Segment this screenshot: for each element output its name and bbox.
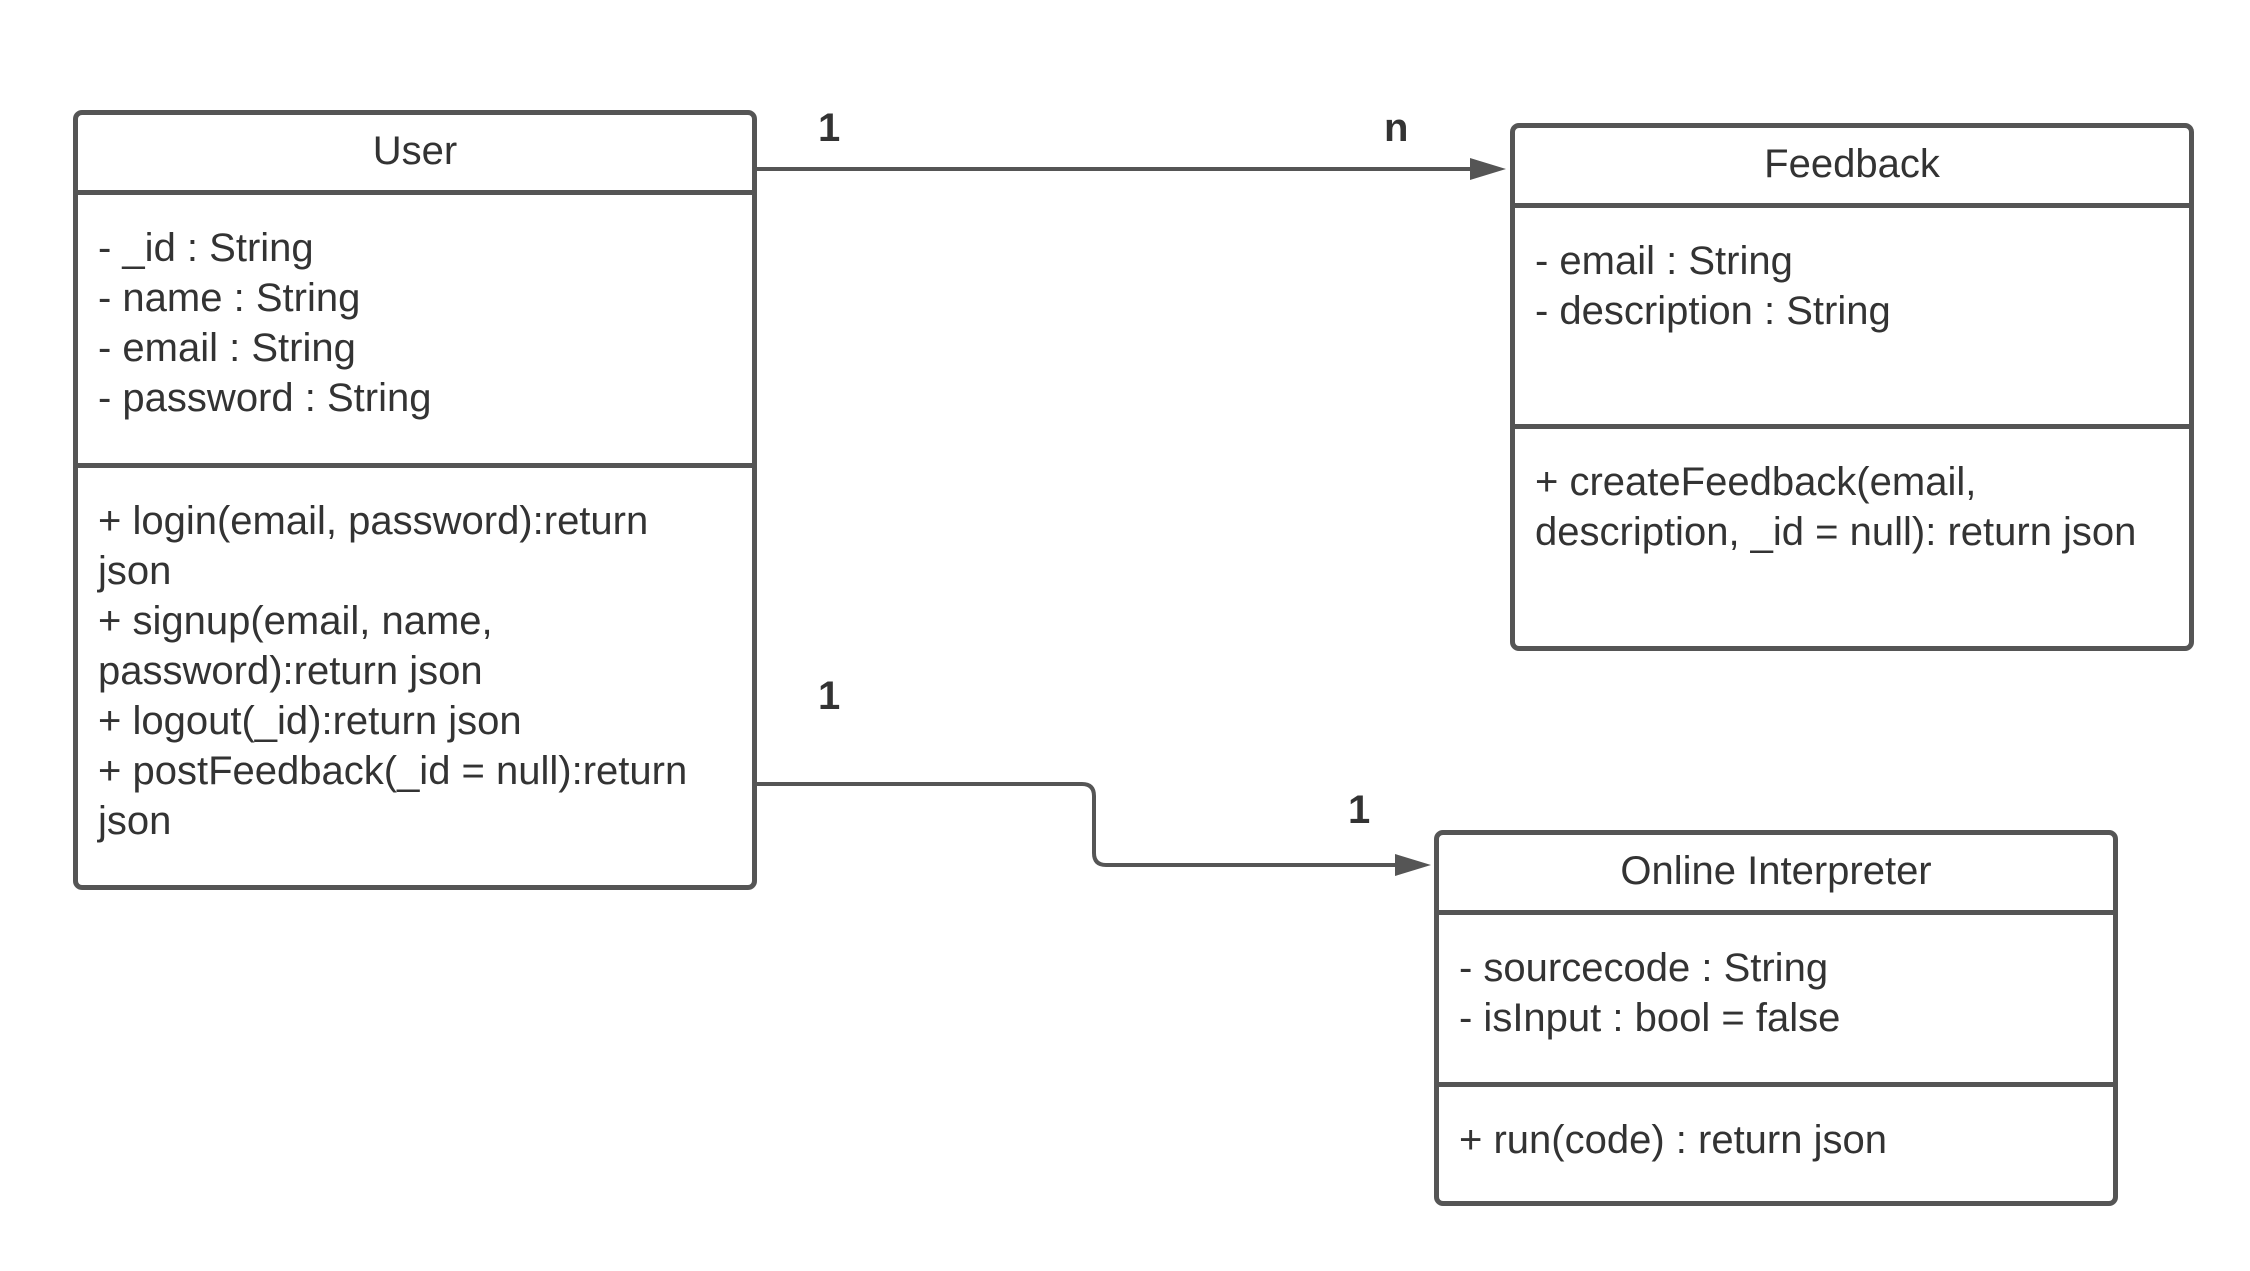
attribute: - name : String bbox=[98, 276, 361, 320]
class-online-interpreter[interactable]: Online Interpreter - sourcecode : String… bbox=[1434, 830, 2118, 1206]
class-user[interactable]: User - _id : String - name : String - em… bbox=[73, 110, 757, 890]
method: + createFeedback(email, description, _id… bbox=[1535, 460, 2137, 554]
class-feedback[interactable]: Feedback - email : String - description … bbox=[1510, 123, 2194, 651]
attribute: - password : String bbox=[98, 376, 432, 420]
attribute: - _id : String bbox=[98, 226, 314, 270]
association-user-interpreter[interactable] bbox=[756, 782, 1431, 876]
association-user-feedback[interactable] bbox=[756, 158, 1506, 180]
method: + login(email, password):return json bbox=[98, 499, 649, 593]
multiplicity-user-feedback-target: n bbox=[1384, 106, 1409, 150]
arrowhead-interpreter bbox=[1395, 854, 1431, 876]
method: + signup(email, name, password):return j… bbox=[98, 599, 493, 693]
attribute: - sourcecode : String bbox=[1459, 946, 1829, 990]
class-feedback-attributes: - email : String - description : String bbox=[1515, 208, 2189, 429]
method: + logout(_id):return json bbox=[98, 699, 522, 743]
multiplicity-user-feedback-source: 1 bbox=[818, 106, 841, 150]
multiplicity-user-interpreter-target: 1 bbox=[1348, 788, 1371, 832]
class-feedback-methods: + createFeedback(email, description, _id… bbox=[1515, 429, 2165, 557]
attribute: - email : String bbox=[98, 326, 356, 370]
class-feedback-name: Feedback bbox=[1515, 128, 2189, 208]
class-online-interpreter-attributes: - sourcecode : String - isInput : bool =… bbox=[1439, 915, 2113, 1087]
class-online-interpreter-name: Online Interpreter bbox=[1439, 835, 2113, 915]
attribute: - isInput : bool = false bbox=[1459, 996, 1841, 1040]
arrowhead-feedback bbox=[1470, 158, 1506, 180]
class-user-methods: + login(email, password):return json + s… bbox=[78, 468, 718, 846]
method: + postFeedback(_id = null):return json bbox=[98, 749, 688, 843]
method: + run(code) : return json bbox=[1459, 1118, 1887, 1162]
attribute: - description : String bbox=[1535, 289, 1891, 333]
class-user-name: User bbox=[78, 115, 752, 195]
attribute: - email : String bbox=[1535, 239, 1793, 283]
multiplicity-user-interpreter-source: 1 bbox=[818, 674, 841, 718]
class-online-interpreter-methods: + run(code) : return json bbox=[1439, 1087, 2113, 1165]
class-user-attributes: - _id : String - name : String - email :… bbox=[78, 195, 752, 468]
